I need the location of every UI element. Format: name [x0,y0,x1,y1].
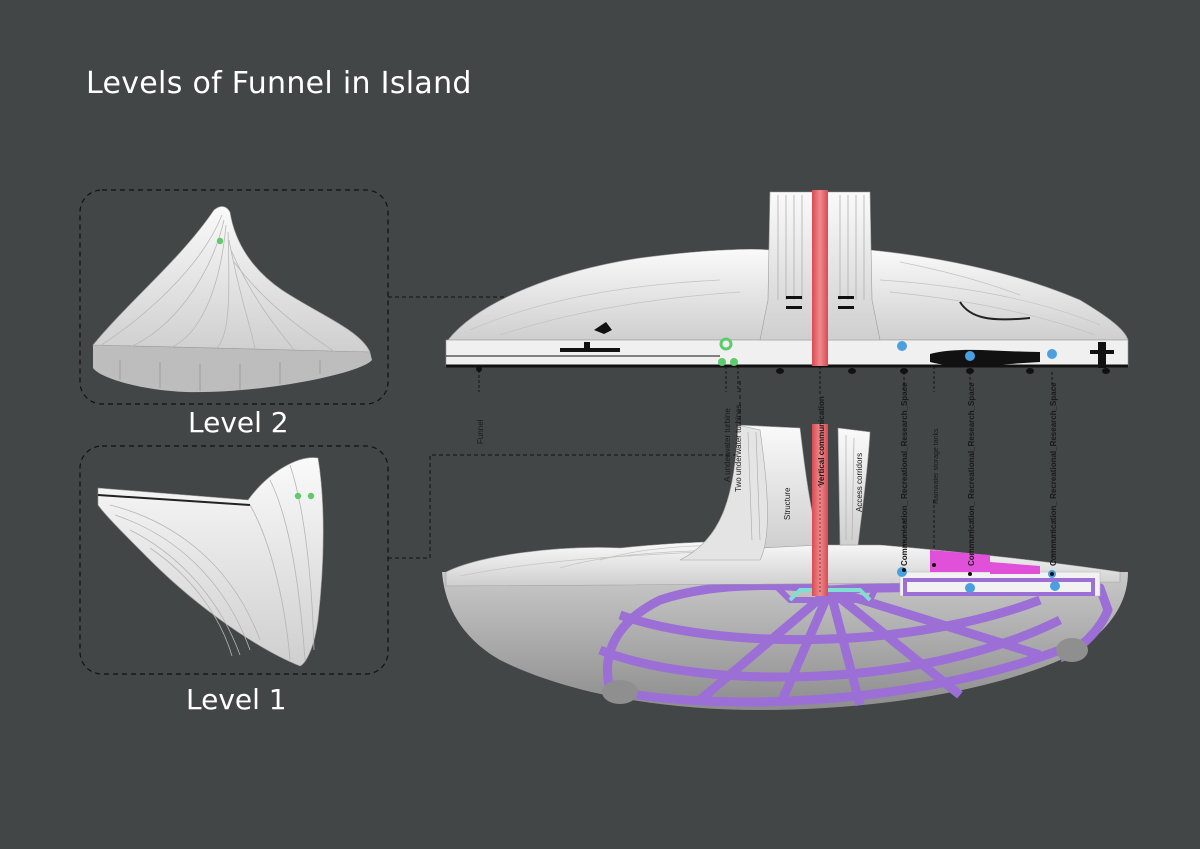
turbine-icon [730,358,738,366]
page-title: Levels of Funnel in Island [86,66,472,101]
turbine-icon [718,358,726,366]
upper-section-model [445,190,1129,374]
vertical-core [812,190,828,366]
annotation-rainwater: Rainwater storage tanks [933,428,940,504]
annotation-communication-3: Communication_ Recreational_Research_Spa… [1049,382,1058,566]
level-2-frame [79,189,389,405]
annotation-communication-2: Communication_ Recreational_Research_Spa… [967,382,976,566]
annotation-communication-1: Communication_ Recreational_Research_Spa… [900,382,909,566]
communication-node-icon [897,341,907,351]
communication-node-icon [897,567,907,577]
communication-node-icon [965,351,975,361]
turbine-icon [294,492,302,500]
level-2-label: Level 2 [188,406,289,439]
annotation-access-corridors: Access corridors [855,453,864,512]
lower-section-model [442,424,1128,710]
annotations: Funnel A underwater turbine Two underwat… [476,382,1058,566]
annotation-two-turbines: Two underwater turbines [734,404,743,492]
communication-node-icon [1047,349,1057,359]
turbine-icon [307,492,315,500]
level-2-funnel-model [92,206,372,393]
annotation-one-turbine: A underwater turbine [723,408,732,482]
communication-node-icon [965,583,975,593]
annotation-vertical-communication: Vertical communication [817,396,826,486]
level-1-funnel-model [97,457,324,667]
level-1-label: Level 1 [186,683,287,716]
turbine-icon [216,237,224,245]
level-1-frame [79,445,389,675]
turbine-icon [719,337,733,351]
annotation-funnel: Funnel [476,419,485,444]
communication-node-icon [1050,581,1060,591]
annotation-structure: Structure [783,487,792,520]
